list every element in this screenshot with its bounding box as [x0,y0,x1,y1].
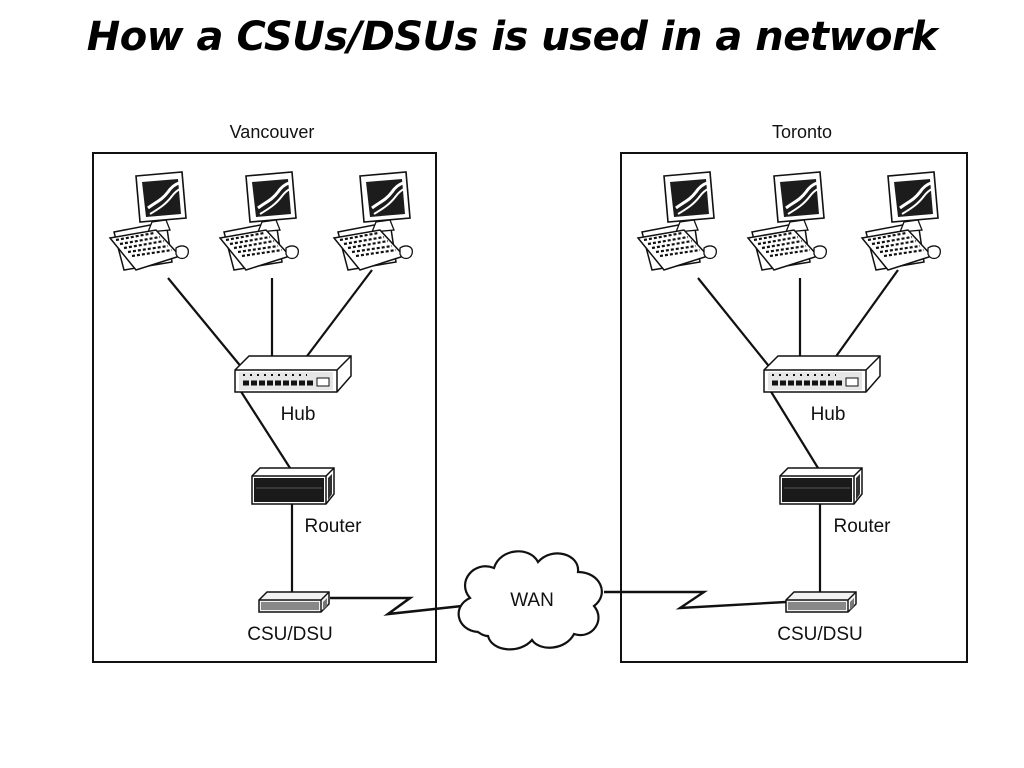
hub-label: Hub [281,404,316,425]
csu-dsu-label: CSU/DSU [247,624,333,645]
csu-dsu-icon [785,591,857,613]
site-name-label: Toronto [772,122,832,142]
computer-icon [636,170,718,272]
hub-icon [235,356,351,392]
site-vancouver: Vancouver Hub Router CSU/DSU [92,122,437,663]
router-label: Router [304,516,362,537]
csu-dsu-label: CSU/DSU [777,624,863,645]
computer-icon [218,170,300,272]
hub-icon [764,356,880,392]
wan-label: WAN [510,590,554,611]
wan-link-right [604,590,787,610]
router-label: Router [833,516,891,537]
computer-icon [332,170,414,272]
computer-icon [746,170,828,272]
computer-icon [860,170,942,272]
wan-link-left [330,596,463,616]
csu-dsu-icon [258,591,330,613]
router-icon [251,467,335,505]
site-boundary [92,152,437,663]
hub-label: Hub [811,404,846,425]
site-toronto: Toronto Hub Router CSU/DSU [620,122,968,663]
site-name-label: Vancouver [230,122,315,142]
router-icon [779,467,863,505]
wan-cloud-icon: WAN [457,550,603,651]
slide-title: How a CSUs/DSUs is used in a network [86,14,938,60]
site-boundary [620,152,968,663]
computer-icon [108,170,190,272]
